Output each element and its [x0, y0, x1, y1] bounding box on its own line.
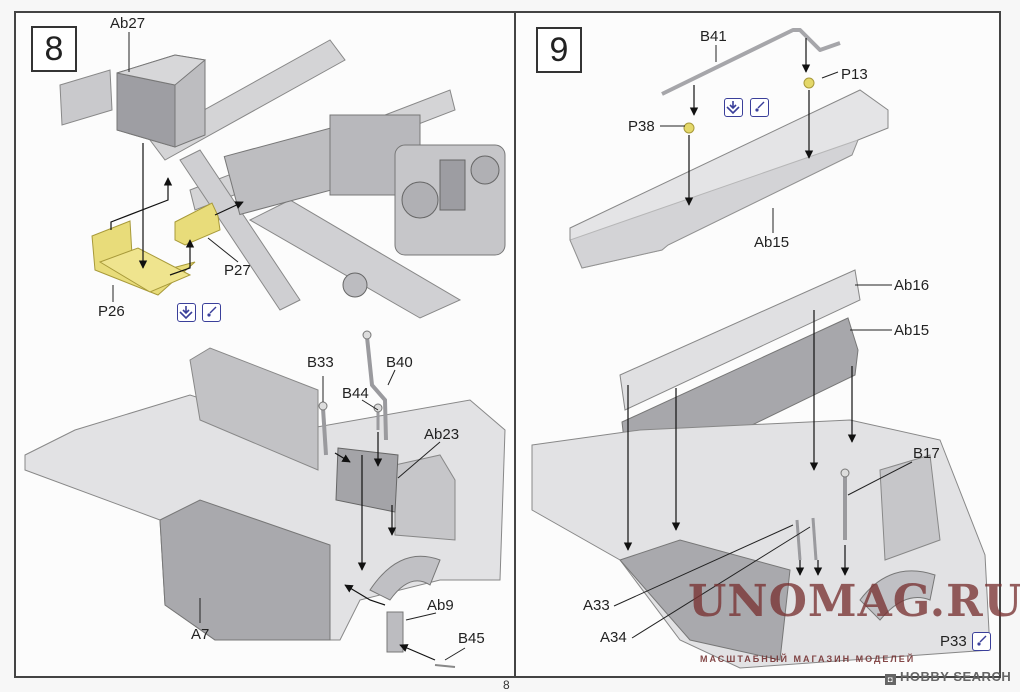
- part-label-a33: A33: [583, 597, 610, 614]
- part-label-ab15-plate: Ab15: [754, 234, 790, 251]
- page-number: 8: [503, 678, 510, 692]
- rod-b41-illustration: [661, 28, 841, 96]
- bench-ab16-illustration: [619, 269, 861, 411]
- step-number-8: 8: [31, 26, 77, 72]
- glue-icon: [750, 98, 769, 117]
- levers-b33-b40-b44-illustration: [318, 330, 388, 456]
- credit-text: HOBBY SEARCH: [900, 669, 1012, 684]
- photo-etch-fold-icon: [724, 98, 743, 117]
- photo-etch-fold-icon: [177, 303, 196, 322]
- part-label-p33: P33: [940, 633, 967, 650]
- panel-ab23-illustration: [335, 447, 399, 513]
- photo-etch-p26-illustration: [91, 220, 196, 296]
- part-label-b44: B44: [342, 385, 369, 402]
- part-label-ab16: Ab16: [894, 277, 930, 294]
- fuel-tank-ab27-illustration: [116, 54, 207, 148]
- part-label-ab9: Ab9: [427, 597, 454, 614]
- clip-p13-illustration: [803, 77, 815, 89]
- chassis-frame-illustration: [59, 39, 506, 319]
- photo-etch-p27-illustration: [174, 202, 221, 246]
- part-label-b17: B17: [913, 445, 940, 462]
- part-label-b41: B41: [700, 28, 727, 45]
- bracket-ab9-illustration: [386, 611, 404, 653]
- hobby-search-logo-icon: ◘: [885, 674, 896, 685]
- part-label-b40: B40: [386, 354, 413, 371]
- part-label-a34: A34: [600, 629, 627, 646]
- watermark-subtitle: МАСШТАБНЫЙ МАГАЗИН МОДЕЛЕЙ: [700, 654, 916, 664]
- leader-lines: [112, 32, 913, 661]
- glue-icon: [972, 632, 991, 651]
- part-label-p13: P13: [841, 66, 868, 83]
- floor-step9-illustration: [531, 419, 991, 669]
- clip-p38-illustration: [683, 122, 695, 134]
- step-number-9: 9: [536, 27, 582, 73]
- part-label-p38: P38: [628, 118, 655, 135]
- part-label-a7: A7: [191, 626, 210, 643]
- credit-badge: ◘ HOBBY SEARCH: [885, 670, 1011, 685]
- part-label-b45: B45: [458, 630, 485, 647]
- part-label-b33: B33: [307, 354, 334, 371]
- rod-b45-illustration: [434, 664, 456, 668]
- levers-a33-a34-b17-illustration: [795, 468, 850, 561]
- watermark-title: UNOMAG.RU: [688, 576, 1020, 627]
- part-label-p26: P26: [98, 303, 125, 320]
- part-label-ab27: Ab27: [110, 15, 146, 32]
- part-label-ab15-seat: Ab15: [894, 322, 930, 339]
- glue-icon: [202, 303, 221, 322]
- part-label-p27: P27: [224, 262, 251, 279]
- part-label-ab23: Ab23: [424, 426, 460, 443]
